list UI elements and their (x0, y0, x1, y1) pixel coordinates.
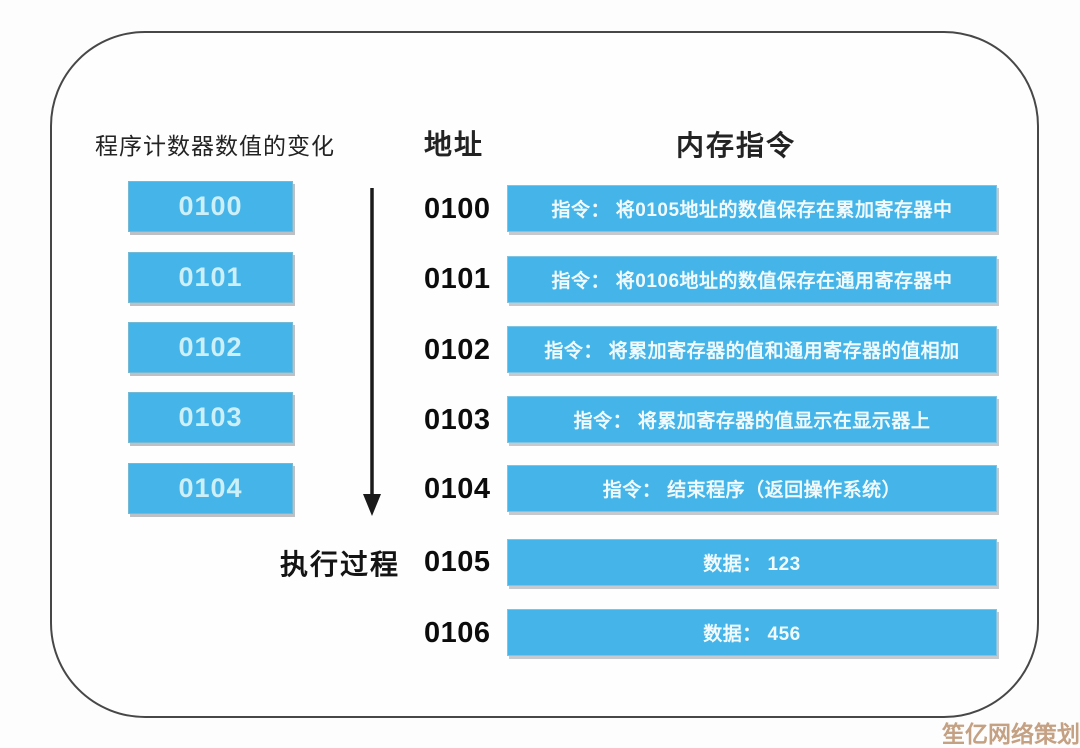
pc-value-box: 0104 (128, 463, 293, 514)
memory-instruction-cell: 指令： 将0106地址的数值保存在通用寄存器中 (507, 256, 997, 303)
memory-column-title: 内存指令 (676, 130, 797, 161)
memory-instruction-cell: 指令： 将累加寄存器的值显示在显示器上 (507, 396, 997, 443)
pc-value-box: 0102 (128, 322, 293, 373)
memory-data-cell: 数据： 123 (507, 539, 997, 586)
address-value: 0101 (424, 263, 491, 295)
address-value: 0102 (424, 334, 491, 366)
execution-process-label: 执行过程 (280, 549, 401, 580)
arrow-down-icon (363, 188, 381, 516)
pc-column-title: 程序计数器数值的变化 (95, 133, 335, 159)
diagram-rounded-frame (50, 31, 1039, 718)
pc-value-box: 0101 (128, 252, 293, 303)
address-value: 0106 (424, 617, 491, 649)
address-value: 0105 (424, 546, 491, 578)
pc-value-box: 0103 (128, 392, 293, 443)
watermark: 笙亿网络策划 (942, 721, 1080, 747)
address-value: 0100 (424, 193, 491, 225)
address-column-title: 地址 (424, 129, 485, 160)
address-value: 0103 (424, 404, 491, 436)
pc-value-box: 0100 (128, 181, 293, 232)
memory-instruction-cell: 指令： 将0105地址的数值保存在累加寄存器中 (507, 185, 997, 232)
memory-data-cell: 数据： 456 (507, 609, 997, 656)
memory-instruction-cell: 指令： 结束程序（返回操作系统） (507, 465, 997, 512)
memory-instruction-cell: 指令： 将累加寄存器的值和通用寄存器的值相加 (507, 326, 997, 373)
address-value: 0104 (424, 473, 491, 505)
